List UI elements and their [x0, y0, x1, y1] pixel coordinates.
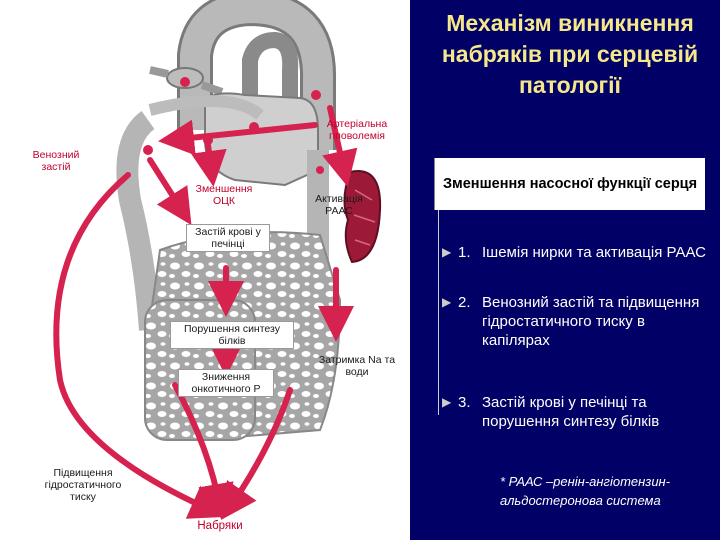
item-number: 3.: [458, 394, 471, 411]
connector-line: [438, 210, 439, 415]
arrow-right-icon: ▶: [442, 395, 452, 409]
arrow-right-icon: ▶: [442, 245, 452, 259]
vessel-to-lungs: [148, 95, 264, 120]
arrow-right-icon: ▶: [442, 295, 452, 309]
item-number: 1.: [458, 244, 471, 261]
label-venous-congestion: Венозний застій: [32, 149, 80, 173]
list-item: ▶ 1. Ішемія нирки та активація РААС: [442, 243, 706, 262]
subtitle-box: Зменшення насосної функції серця: [434, 158, 705, 210]
item-text: Застій крові у печінці та порушення синт…: [482, 394, 660, 430]
vena-cava-left: [116, 111, 161, 331]
label-edema: Набряки: [197, 520, 243, 532]
item-text: Ішемія нирки та активація РААС: [482, 244, 706, 261]
circulation-diagram: [53, 0, 382, 520]
list-item: ▶ 3. Застій крові у печінці та порушення…: [442, 393, 706, 431]
label-sodium-water-retention: Затримка Na та води: [318, 354, 396, 378]
slide-title: Механізм виникнення набряків при серцеві…: [441, 10, 699, 98]
kidney-shape: [343, 170, 382, 264]
label-arterial-hypovolemia: Артеріальна гіповолемія: [326, 118, 388, 142]
subtitle-text: Зменшення насосної функції серця: [442, 175, 698, 192]
item-number: 2.: [458, 294, 471, 311]
label-raas-activation: Активація РААС: [315, 193, 363, 217]
label-bcv-decrease: Зменшення ОЦК: [195, 183, 253, 207]
text-panel: [410, 0, 720, 540]
label-liver-congestion: Застій крові у печінці: [186, 224, 270, 252]
label-oncotic-pressure: Зниження онкотичного Р: [178, 369, 274, 397]
list-item: ▶ 2. Венозний застій та підвищення гідро…: [442, 293, 706, 350]
label-hydrostatic-pressure: Підвищення гідростатичного тиску: [44, 467, 122, 503]
flow-arrows: [53, 105, 358, 520]
footnote: * РААС –ренін-ангіотензин-альдостеронова…: [500, 474, 671, 508]
label-protein-synthesis: Порушення синтезу білків: [170, 321, 294, 349]
diagram-panel: Артеріальна гіповолемія Венозний застій …: [0, 0, 410, 540]
item-text: Венозний застій та підвищення гідростати…: [482, 294, 700, 349]
aorta-shape: [177, 0, 337, 150]
